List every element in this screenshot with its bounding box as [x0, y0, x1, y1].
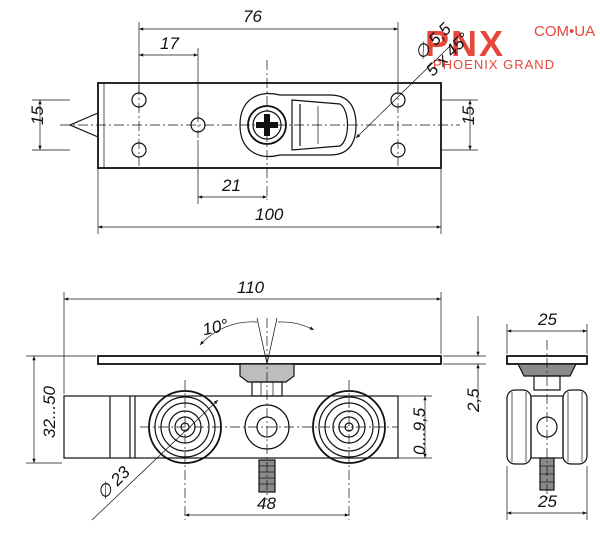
dim-top-length: 100: [255, 205, 284, 224]
side-nut: [517, 363, 577, 377]
dim-wheel-diameter: ∅ 23: [93, 462, 134, 503]
dim-front-length: 110: [237, 278, 265, 297]
logo-mark: PNX: [425, 23, 505, 64]
side-view: 25 25: [506, 310, 588, 520]
dim-front-height: 32...50: [40, 385, 59, 438]
dim-side-top-width: 25: [537, 310, 557, 329]
top-plate-outline: [97, 82, 442, 169]
logo-domain: COM•UA: [534, 23, 595, 40]
dim-angle: 10°: [201, 315, 230, 339]
dim-center-offset: 21: [221, 176, 241, 195]
front-view: 110 10° 32...50 2,5 0...9,5 ∅ 23 48: [26, 278, 486, 521]
screw-head-icon: [256, 114, 278, 136]
top-view: 76 17 15 15 ∅ 5,5 5 x 45° 21 100: [28, 7, 478, 234]
dim-wheel-spacing: 48: [257, 494, 276, 513]
dim-hole-offset: 17: [160, 34, 179, 53]
logo-tagline: PHOENIX GRAND: [433, 57, 555, 72]
dim-adjust-range: 0...9,5: [410, 407, 429, 455]
side-wheel-left: [506, 389, 532, 465]
dim-height-right: 15: [459, 106, 478, 125]
dim-top-width: 76: [243, 7, 262, 26]
dim-plate-thickness: 2,5: [464, 388, 483, 413]
dim-side-bottom-width: 25: [537, 492, 557, 511]
side-wheel-right: [562, 389, 588, 465]
brand-logo: PNX COM•UA PHOENIX GRAND: [425, 23, 595, 72]
front-plate: [97, 355, 442, 365]
dim-height-left: 15: [28, 106, 47, 125]
